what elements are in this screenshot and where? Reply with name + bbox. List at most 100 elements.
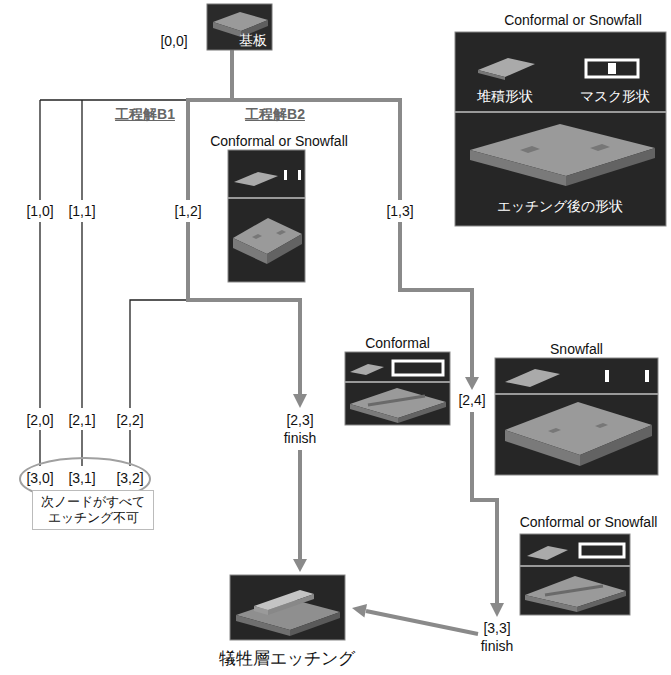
position-label: [2,4]: [458, 392, 485, 408]
shape-label: 堆積形状: [463, 88, 547, 105]
tree-line: [81, 100, 82, 200]
panel-divider: [455, 111, 666, 113]
panel-divider: [345, 381, 450, 383]
mask-shape: [586, 60, 638, 77]
image-panel: [455, 32, 666, 226]
process-panel: Conformal or Snowfall: [510, 513, 667, 615]
tree-line: [81, 430, 82, 466]
position-label: [1,1]: [68, 203, 95, 219]
panel-heading: Conformal or Snowfall: [203, 133, 355, 150]
deposit-shape: [505, 369, 560, 387]
image-panel: [520, 534, 630, 615]
deposit-shape: [350, 364, 384, 375]
groove: [368, 396, 425, 405]
mask-shape: [645, 370, 649, 382]
solution-path: [188, 50, 232, 200]
shape-label: マスク形状: [568, 88, 662, 105]
position-label: [1,3]: [386, 203, 413, 219]
arrowhead: [465, 377, 479, 390]
panel-divider: [520, 565, 630, 567]
recess: [548, 428, 561, 433]
tree-line: [39, 222, 40, 408]
solution-path: [472, 412, 497, 604]
result-caption: 犠牲層エッチング: [217, 649, 357, 669]
panel-divider: [495, 393, 658, 395]
solution-path: [298, 450, 302, 560]
process-panel: Conformal: [345, 334, 450, 425]
slab-front: [236, 615, 290, 636]
position-label: [3,2]: [114, 470, 146, 487]
position-label: [1,2]: [174, 203, 201, 219]
image-panel: [345, 352, 450, 425]
image-panel: [230, 575, 345, 640]
slab-front: [213, 22, 241, 37]
recess: [252, 234, 262, 239]
slab-front: [505, 430, 580, 466]
panel-heading: Conformal or Snowfall: [510, 514, 667, 531]
position-label: [3,3]: [483, 620, 510, 636]
panel-heading: Snowfall: [495, 341, 658, 358]
arrowhead: [293, 559, 307, 572]
slab-front: [470, 150, 566, 186]
tree-line: [129, 430, 130, 466]
deposit-shape: [527, 546, 568, 560]
process-panel: Conformal or Snowfall: [203, 132, 355, 282]
slab-side: [290, 612, 340, 636]
slab-side: [580, 425, 652, 466]
image-panel: [207, 4, 272, 50]
finish-label: finish: [481, 638, 514, 654]
mask-shape: [580, 544, 624, 557]
result-panel: 犠牲層エッチング: [222, 575, 352, 670]
tree-line: [130, 222, 188, 408]
deposit-edge: [478, 70, 505, 80]
image-label: 基板: [236, 32, 270, 49]
panel-heading: Conformal or Snowfall: [483, 12, 663, 29]
arrowhead: [352, 604, 367, 618]
panel-divider: [228, 197, 305, 199]
mask-shape: [298, 170, 301, 180]
position-label: [2,2]: [116, 412, 143, 428]
position-label: [1,0]: [26, 203, 53, 219]
route-label: 工程解B2: [245, 106, 305, 122]
position-label: [2,1]: [68, 412, 95, 428]
tree-line: [39, 100, 40, 200]
substrate-box: 基板: [207, 4, 272, 50]
slab-side: [577, 591, 626, 612]
image-panel: [228, 150, 305, 282]
recess: [520, 146, 540, 153]
slab-front: [350, 404, 398, 423]
recess: [595, 423, 608, 428]
deposit-shape: [234, 172, 278, 186]
slab-front: [525, 595, 577, 612]
solution-paths: [188, 50, 497, 634]
groove: [545, 586, 603, 595]
bridge-side: [268, 594, 314, 615]
process-panel: Snowfall: [495, 340, 658, 475]
mask-shape: [605, 370, 609, 382]
route-label: 工程解B1: [115, 106, 175, 122]
recess: [276, 230, 286, 235]
tree-line: [39, 430, 40, 466]
tree-line: [81, 222, 82, 408]
position-label: [2,0]: [26, 412, 53, 428]
bridge-front: [254, 606, 268, 615]
slab-top: [350, 388, 446, 418]
slab-side: [566, 148, 655, 186]
arrowhead: [293, 394, 307, 408]
slab-side: [267, 234, 302, 264]
finish-label: finish: [284, 430, 317, 446]
slab-side: [398, 402, 446, 423]
note-text: 次ノードがすべて エッチング不可: [33, 494, 153, 526]
slab-front: [233, 238, 267, 264]
mask-shape: [393, 361, 443, 375]
mask-shape: [284, 170, 287, 180]
slab-top: [470, 124, 655, 176]
arrowhead: [490, 603, 504, 617]
position-label: [3,0]: [24, 470, 56, 487]
position-label: [2,3]: [286, 412, 313, 428]
position-label: [0,0]: [160, 33, 187, 49]
image-panel: [495, 358, 658, 475]
position-label: [3,1]: [66, 470, 98, 487]
